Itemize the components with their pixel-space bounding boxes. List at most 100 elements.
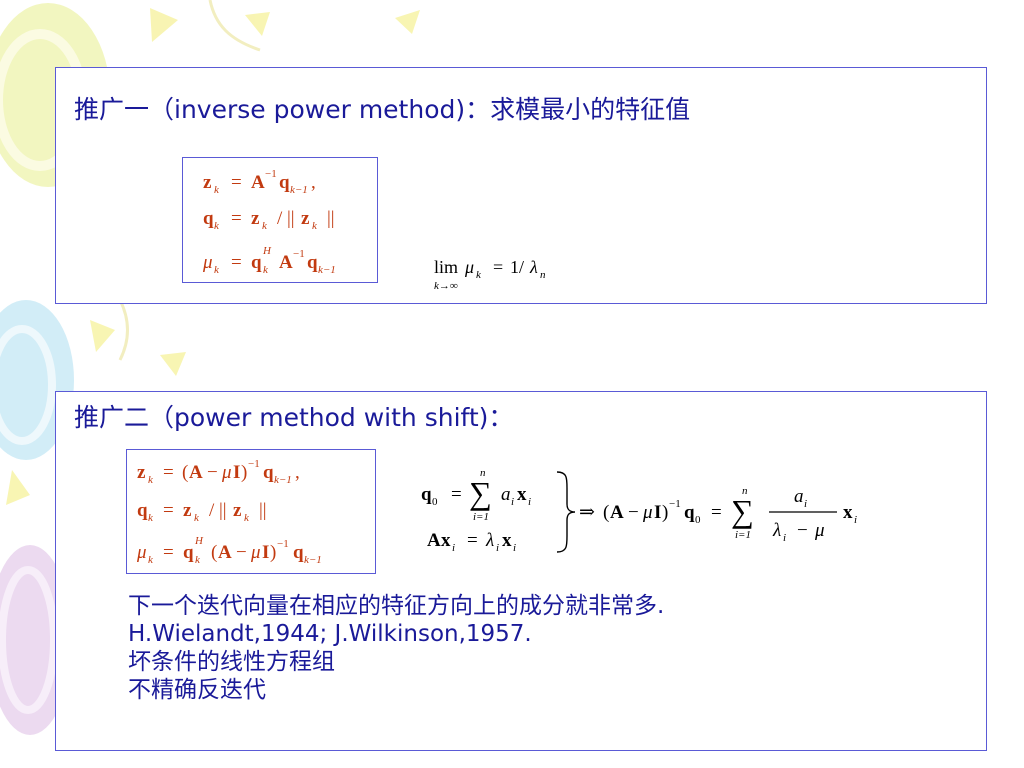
eigen-expansion-formula: q 0 = n ∑ i=1 a i x i A x i = λ i x i ⇒ …	[421, 467, 857, 554]
lambda-symbol: λ	[772, 520, 781, 541]
subscript-k-minus-1: k−1	[318, 264, 336, 276]
shifted-inverse-iteration-formula-box: z k = ( A − μ I ) −1 q k−1 , q k = z k /	[126, 449, 376, 574]
mu-symbol: μ	[202, 252, 213, 273]
equals-sign: =	[231, 252, 242, 273]
one-over: 1/	[510, 257, 524, 277]
subscript-i: i	[511, 496, 514, 508]
subscript-k: k	[214, 184, 220, 196]
sum-symbol: ∑	[731, 493, 754, 529]
q-symbol: q	[684, 502, 695, 523]
q-symbol: q	[251, 252, 262, 273]
power-method-with-shift-heading: 推广二（power method with shift)：	[74, 403, 514, 432]
q-symbol: q	[263, 462, 274, 483]
power-method-with-shift-panel: 推广二（power method with shift)： z k = ( A …	[55, 391, 987, 751]
superscript-minus-one: −1	[265, 168, 277, 180]
A-symbol: A	[427, 530, 441, 551]
A-symbol: A	[251, 172, 265, 193]
A-symbol: A	[610, 502, 624, 523]
equals-sign: =	[163, 500, 174, 521]
norm-bars-left: ||	[287, 208, 295, 229]
subscript-k: k	[312, 220, 318, 232]
subscript-i: i	[528, 496, 531, 508]
q-symbol: q	[279, 172, 290, 193]
inverse-iteration-formula-box: z k = A −1 q k−1 , q k = z k / || z k ||	[182, 157, 378, 283]
equals-sign: =	[231, 208, 242, 229]
sum-lower-limit: i=1	[473, 511, 489, 523]
notes-list: 下一个迭代向量在相应的特征方向上的成分就非常多. H.Wielandt,1944…	[128, 592, 664, 704]
subscript-k-minus-1: k−1	[274, 474, 292, 486]
lambda-symbol: λ	[485, 530, 494, 551]
equals-sign: =	[451, 484, 462, 505]
subscript-k: k	[476, 269, 482, 281]
subscript-i: i	[783, 532, 786, 544]
subscript-k: k	[148, 512, 154, 524]
x-symbol: x	[517, 484, 527, 505]
limit-formula: lim k→∞ μ k = 1/ λ n	[434, 257, 546, 292]
A-symbol: A	[279, 252, 293, 273]
q-symbol: q	[137, 500, 148, 521]
left-paren: (	[603, 502, 609, 523]
right-brace	[556, 471, 576, 553]
x-symbol: x	[502, 530, 512, 551]
slash: /	[209, 500, 215, 521]
mu-symbol: μ	[250, 542, 261, 563]
A-symbol: A	[218, 542, 232, 563]
right-paren: )	[241, 462, 247, 483]
inverse-power-method-heading: 推广一（inverse power method)：求模最小的特征值	[74, 95, 691, 124]
sum-upper-limit: n	[480, 467, 486, 479]
equals-sign: =	[467, 530, 478, 551]
subscript-k: k	[214, 220, 220, 232]
q-symbol: q	[293, 542, 304, 563]
z-symbol: z	[251, 208, 260, 229]
subscript-n: n	[540, 269, 546, 281]
lim-operator: lim	[434, 257, 458, 277]
a-symbol: a	[794, 486, 804, 507]
minus-sign: −	[628, 502, 639, 523]
q-symbol: q	[183, 542, 194, 563]
x-symbol: x	[441, 530, 451, 551]
subscript-k: k	[195, 554, 201, 566]
superscript-minus-one: −1	[293, 248, 305, 260]
z-symbol: z	[301, 208, 310, 229]
implies-arrow: ⇒	[579, 502, 595, 523]
comma: ,	[311, 172, 316, 193]
shifted-inverse-iteration-formulas: z k = ( A − μ I ) −1 q k−1 , q k = z k /	[136, 458, 322, 566]
note-line: 坏条件的线性方程组	[128, 649, 335, 675]
mu-symbol: μ	[136, 542, 147, 563]
superscript-minus-one: −1	[669, 498, 681, 510]
sum-lower-limit: i=1	[735, 529, 751, 541]
subscript-k: k	[244, 512, 250, 524]
lim-subscript: k→∞	[434, 280, 458, 292]
A-symbol: A	[189, 462, 203, 483]
sum-symbol: ∑	[469, 475, 492, 511]
superscript-H: H	[194, 535, 204, 547]
equals-sign: =	[231, 172, 242, 193]
line-decoration	[118, 0, 261, 361]
sum-upper-limit: n	[742, 485, 748, 497]
subscript-i: i	[513, 542, 516, 554]
left-paren: (	[182, 462, 188, 483]
note-line: 下一个迭代向量在相应的特征方向上的成分就非常多.	[128, 593, 665, 619]
z-symbol: z	[203, 172, 212, 193]
subscript-k: k	[263, 264, 269, 276]
minus-sign: −	[797, 520, 808, 541]
superscript-minus-one: −1	[277, 538, 289, 550]
right-paren: )	[662, 502, 668, 523]
superscript-minus-one: −1	[248, 458, 260, 470]
subscript-k-minus-1: k−1	[304, 554, 322, 566]
equals-sign: =	[493, 257, 503, 277]
left-paren: (	[211, 542, 217, 563]
mu-symbol: μ	[642, 502, 653, 523]
mu-symbol: μ	[221, 462, 232, 483]
equals-sign: =	[163, 542, 174, 563]
inverse-power-method-panel: 推广一（inverse power method)：求模最小的特征值 z k =…	[55, 67, 987, 304]
subscript-i: i	[452, 542, 455, 554]
a-symbol: a	[501, 484, 511, 505]
z-symbol: z	[137, 462, 146, 483]
slash: /	[277, 208, 283, 229]
note-line: H.Wielandt,1944; J.Wilkinson,1957.	[128, 621, 532, 647]
q-symbol: q	[421, 484, 432, 505]
subscript-k: k	[194, 512, 200, 524]
q-symbol: q	[307, 252, 318, 273]
mu-symbol: μ	[464, 257, 474, 277]
